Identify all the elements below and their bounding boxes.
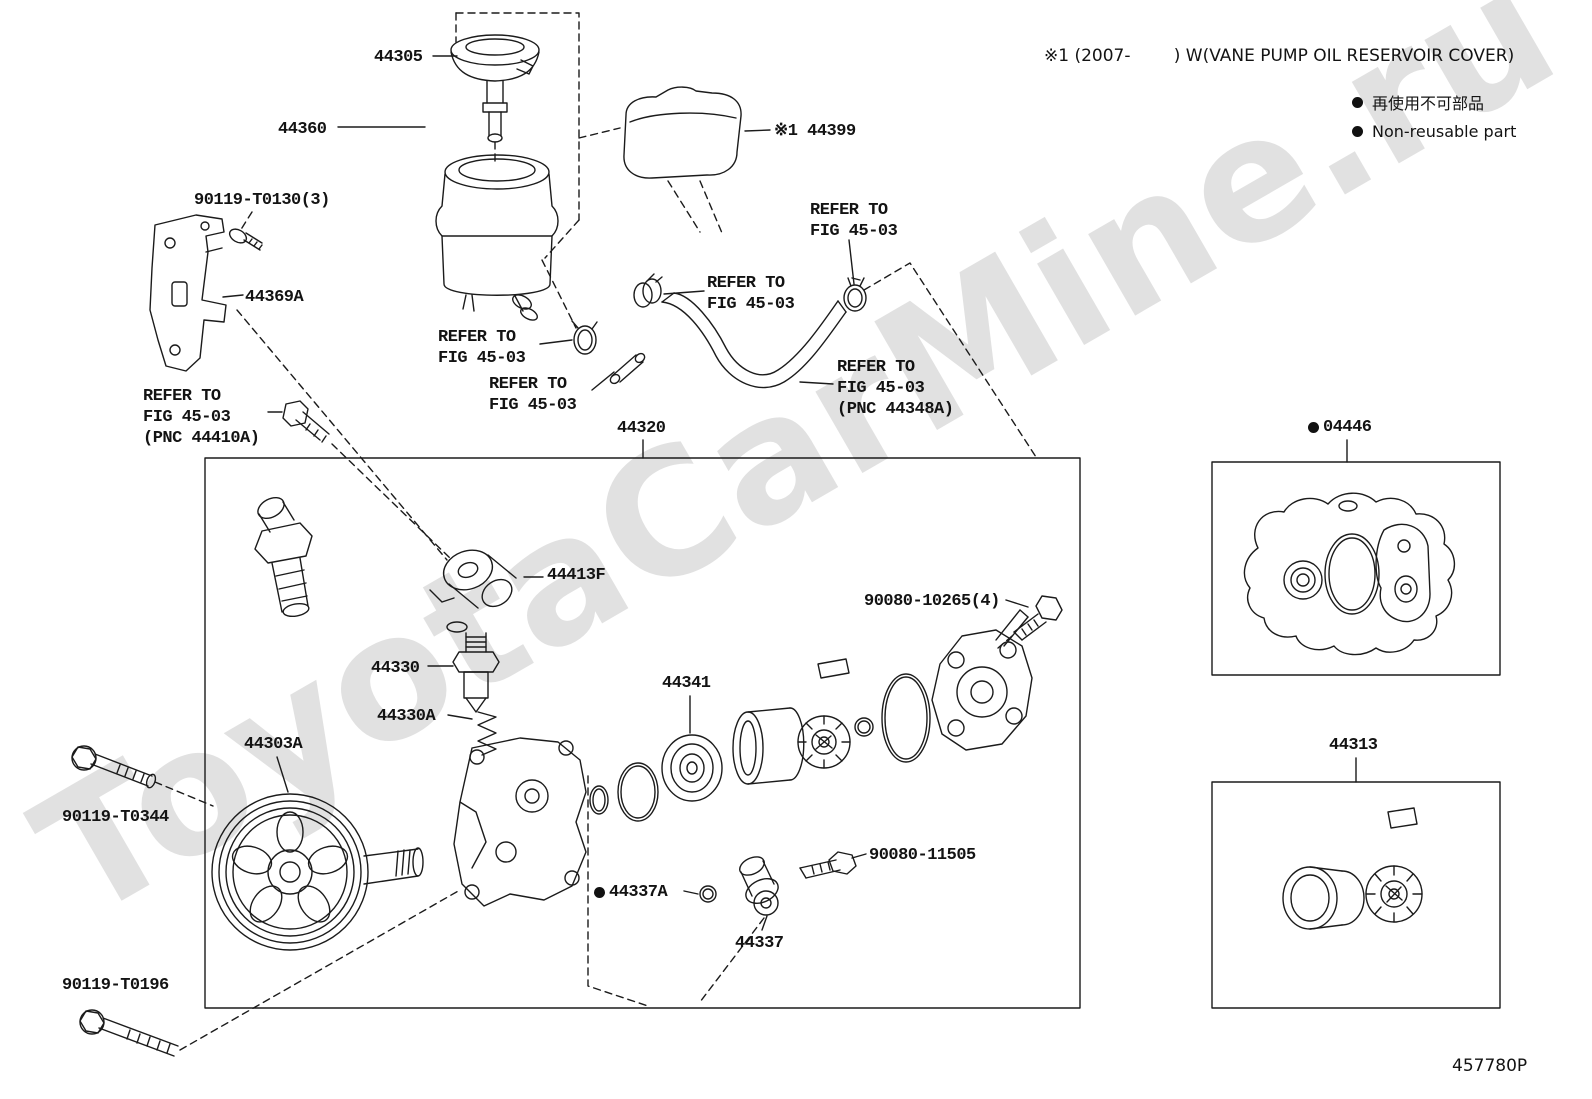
hub-44341-drawing [661,734,723,802]
part-label-90119-t0196: 90119-T0196 [62,976,169,995]
leader-lines [222,55,1357,931]
part-label-44369a: 44369A [245,288,304,307]
part-label-44313: 44313 [1329,736,1378,755]
refer-note-pnc-44410a: REFER TO FIG 45-03 (PNC 44410A) [143,387,260,448]
rear-housing-drawing [931,609,1033,751]
legend-en-text: Non-reusable part [1372,122,1517,141]
union-bolt-44410a-drawing [282,400,330,443]
bolt-90080-11505-drawing [799,851,857,879]
part-label-90119-t0130: 90119-T0130(3) [194,191,330,210]
legend-row-en: Non-reusable part [1352,122,1516,141]
reservoir-drawing [435,154,559,321]
rotor-drawing [797,715,851,769]
o-rings-drawing [589,762,659,822]
valve-44330-drawing [452,632,500,713]
construction-lines-cap [455,12,701,259]
part-label-44330a: 44330A [377,707,436,726]
part-label-90080-11505: 90080-11505 [869,846,976,865]
spring-44330a-drawing [477,711,497,756]
construction-lines-mid [236,180,1037,561]
part-label-90080-10265: 90080-10265(4) [864,592,1000,611]
part-label-04446: 04446 [1308,417,1372,438]
figure-code: 457780P [1452,1056,1528,1076]
seal-kit-04446-box [1211,461,1501,676]
part-label-44337: 44337 [735,934,784,953]
part-label-44360: 44360 [278,120,327,139]
cam-kit-44313-box [1211,781,1501,1009]
refer-note-1: REFER TO FIG 45-03 [810,201,898,241]
legend: 再使用不可部品 Non-reusable part [1352,90,1516,141]
bolt-90080-10265-drawing [1013,595,1063,641]
non-reusable-dot-icon [1352,126,1363,137]
reservoir-cover-drawing [623,86,742,179]
non-reusable-dot-icon [594,887,605,898]
small-ring-and-gasket-drawing [817,658,931,763]
refer-note-pnc-44348a: REFER TO FIG 45-03 (PNC 44348A) [837,358,954,419]
refer-note-2: REFER TO FIG 45-03 [707,274,795,314]
cam-ring-drawing [732,707,805,785]
non-reusable-dot-icon [1352,96,1363,108]
construction-lines-lower [154,635,1013,1051]
part-label-44413f: 44413F [547,566,606,585]
bolt-90119-t0196-drawing [79,1009,179,1057]
part-label-44337a: 44337A [594,882,668,903]
union-44337-drawing [699,856,779,916]
refer-note-4: REFER TO FIG 45-03 [489,375,577,415]
bolt-90119-t0130-drawing [228,228,263,251]
pump-body-drawing [453,737,587,907]
header-note: ※1 (2007- ) W(VANE PUMP OIL RESERVOIR CO… [1044,46,1515,66]
non-reusable-dot-icon [1308,422,1319,433]
bolt-90119-t0344-drawing [71,745,157,789]
part-label-44337a-text: 44337A [609,883,668,902]
refer-note-3: REFER TO FIG 45-03 [438,328,526,368]
legend-row-jp: 再使用不可部品 [1352,90,1516,114]
union-fitting-drawing [254,496,313,618]
pulley-44303a-drawing [211,793,424,951]
part-label-44341: 44341 [662,674,711,693]
legend-jp-text: 再使用不可部品 [1372,94,1485,113]
reservoir-cap-drawing [450,34,540,143]
part-label-44399: ※1 44399 [774,122,856,141]
joint-44413f-drawing [429,549,517,633]
hose-and-clamps-drawing [571,273,867,389]
bracket-44369a-drawing [149,214,227,372]
part-label-90119-t0344: 90119-T0344 [62,808,169,827]
part-label-44330: 44330 [371,659,420,678]
part-label-44303a: 44303A [244,735,303,754]
part-label-04446-text: 04446 [1323,418,1372,437]
part-label-44305: 44305 [374,48,423,67]
part-label-44320: 44320 [617,419,666,438]
